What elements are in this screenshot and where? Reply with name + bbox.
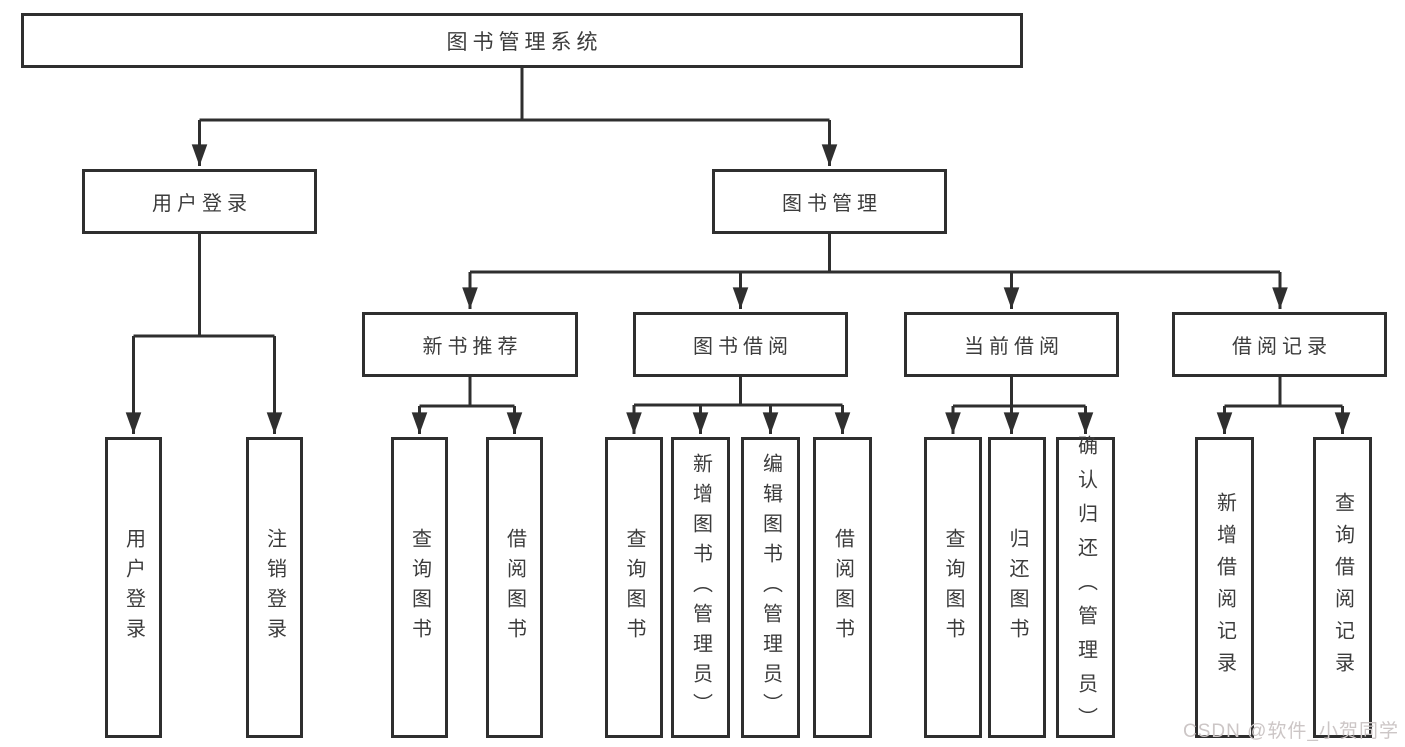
- node-label: 查询借阅记录: [1331, 491, 1354, 684]
- leaf-add-borrow-record: 新增借阅记录: [1195, 437, 1254, 738]
- leaf-edit-book-admin: 编辑图书（管理员）: [741, 437, 800, 738]
- leaf-user-login: 用户登录: [105, 437, 162, 738]
- node-label: 查询图书: [942, 527, 964, 648]
- node-label: 当前借阅: [964, 336, 1064, 358]
- watermark: CSDN @软件_小贺同学: [1183, 721, 1399, 742]
- node-label: 注销登录: [263, 527, 286, 648]
- leaf-return-book: 归还图书: [988, 437, 1046, 738]
- node-new-book-recommend: 新书推荐: [362, 312, 578, 377]
- node-label: 新书推荐: [422, 336, 523, 358]
- node-label: 新增借阅记录: [1213, 491, 1236, 684]
- node-label: 归还图书: [1006, 527, 1028, 648]
- node-label: 用户登录: [122, 527, 145, 648]
- node-label: 编辑图书（管理员）: [759, 452, 782, 723]
- leaf-current-search: 查询图书: [924, 437, 982, 738]
- node-label: 图书管理: [782, 193, 882, 215]
- leaf-newbook-borrow: 借阅图书: [486, 437, 543, 738]
- node-user-login: 用户登录: [82, 169, 317, 234]
- node-label: 新增图书（管理员）: [689, 452, 712, 723]
- leaf-borrow-search: 查询图书: [605, 437, 663, 738]
- leaf-newbook-search: 查询图书: [391, 437, 448, 738]
- leaf-add-book-admin: 新增图书（管理员）: [671, 437, 730, 738]
- node-label: 查询图书: [408, 527, 431, 648]
- node-book-borrowing: 图书借阅: [633, 312, 848, 377]
- node-label: 查询图书: [623, 527, 645, 648]
- node-root-system: 图书管理系统: [21, 13, 1023, 68]
- node-label: 借阅记录: [1232, 336, 1332, 358]
- leaf-search-borrow-record: 查询借阅记录: [1313, 437, 1372, 738]
- node-label: 借阅图书: [503, 527, 526, 648]
- node-book-management: 图书管理: [712, 169, 947, 234]
- leaf-confirm-return-admin: 确认归还（管理员）: [1056, 434, 1115, 741]
- node-label: 借阅图书: [831, 527, 854, 648]
- node-borrow-records: 借阅记录: [1172, 312, 1387, 377]
- node-label: 用户登录: [152, 193, 252, 215]
- node-label: 图书借阅: [693, 336, 793, 358]
- node-label: 图书管理系统: [446, 30, 603, 54]
- node-current-borrowing: 当前借阅: [904, 312, 1119, 377]
- node-label: 确认归还（管理员）: [1074, 434, 1097, 741]
- leaf-logout: 注销登录: [246, 437, 303, 738]
- leaf-borrow-book: 借阅图书: [813, 437, 872, 738]
